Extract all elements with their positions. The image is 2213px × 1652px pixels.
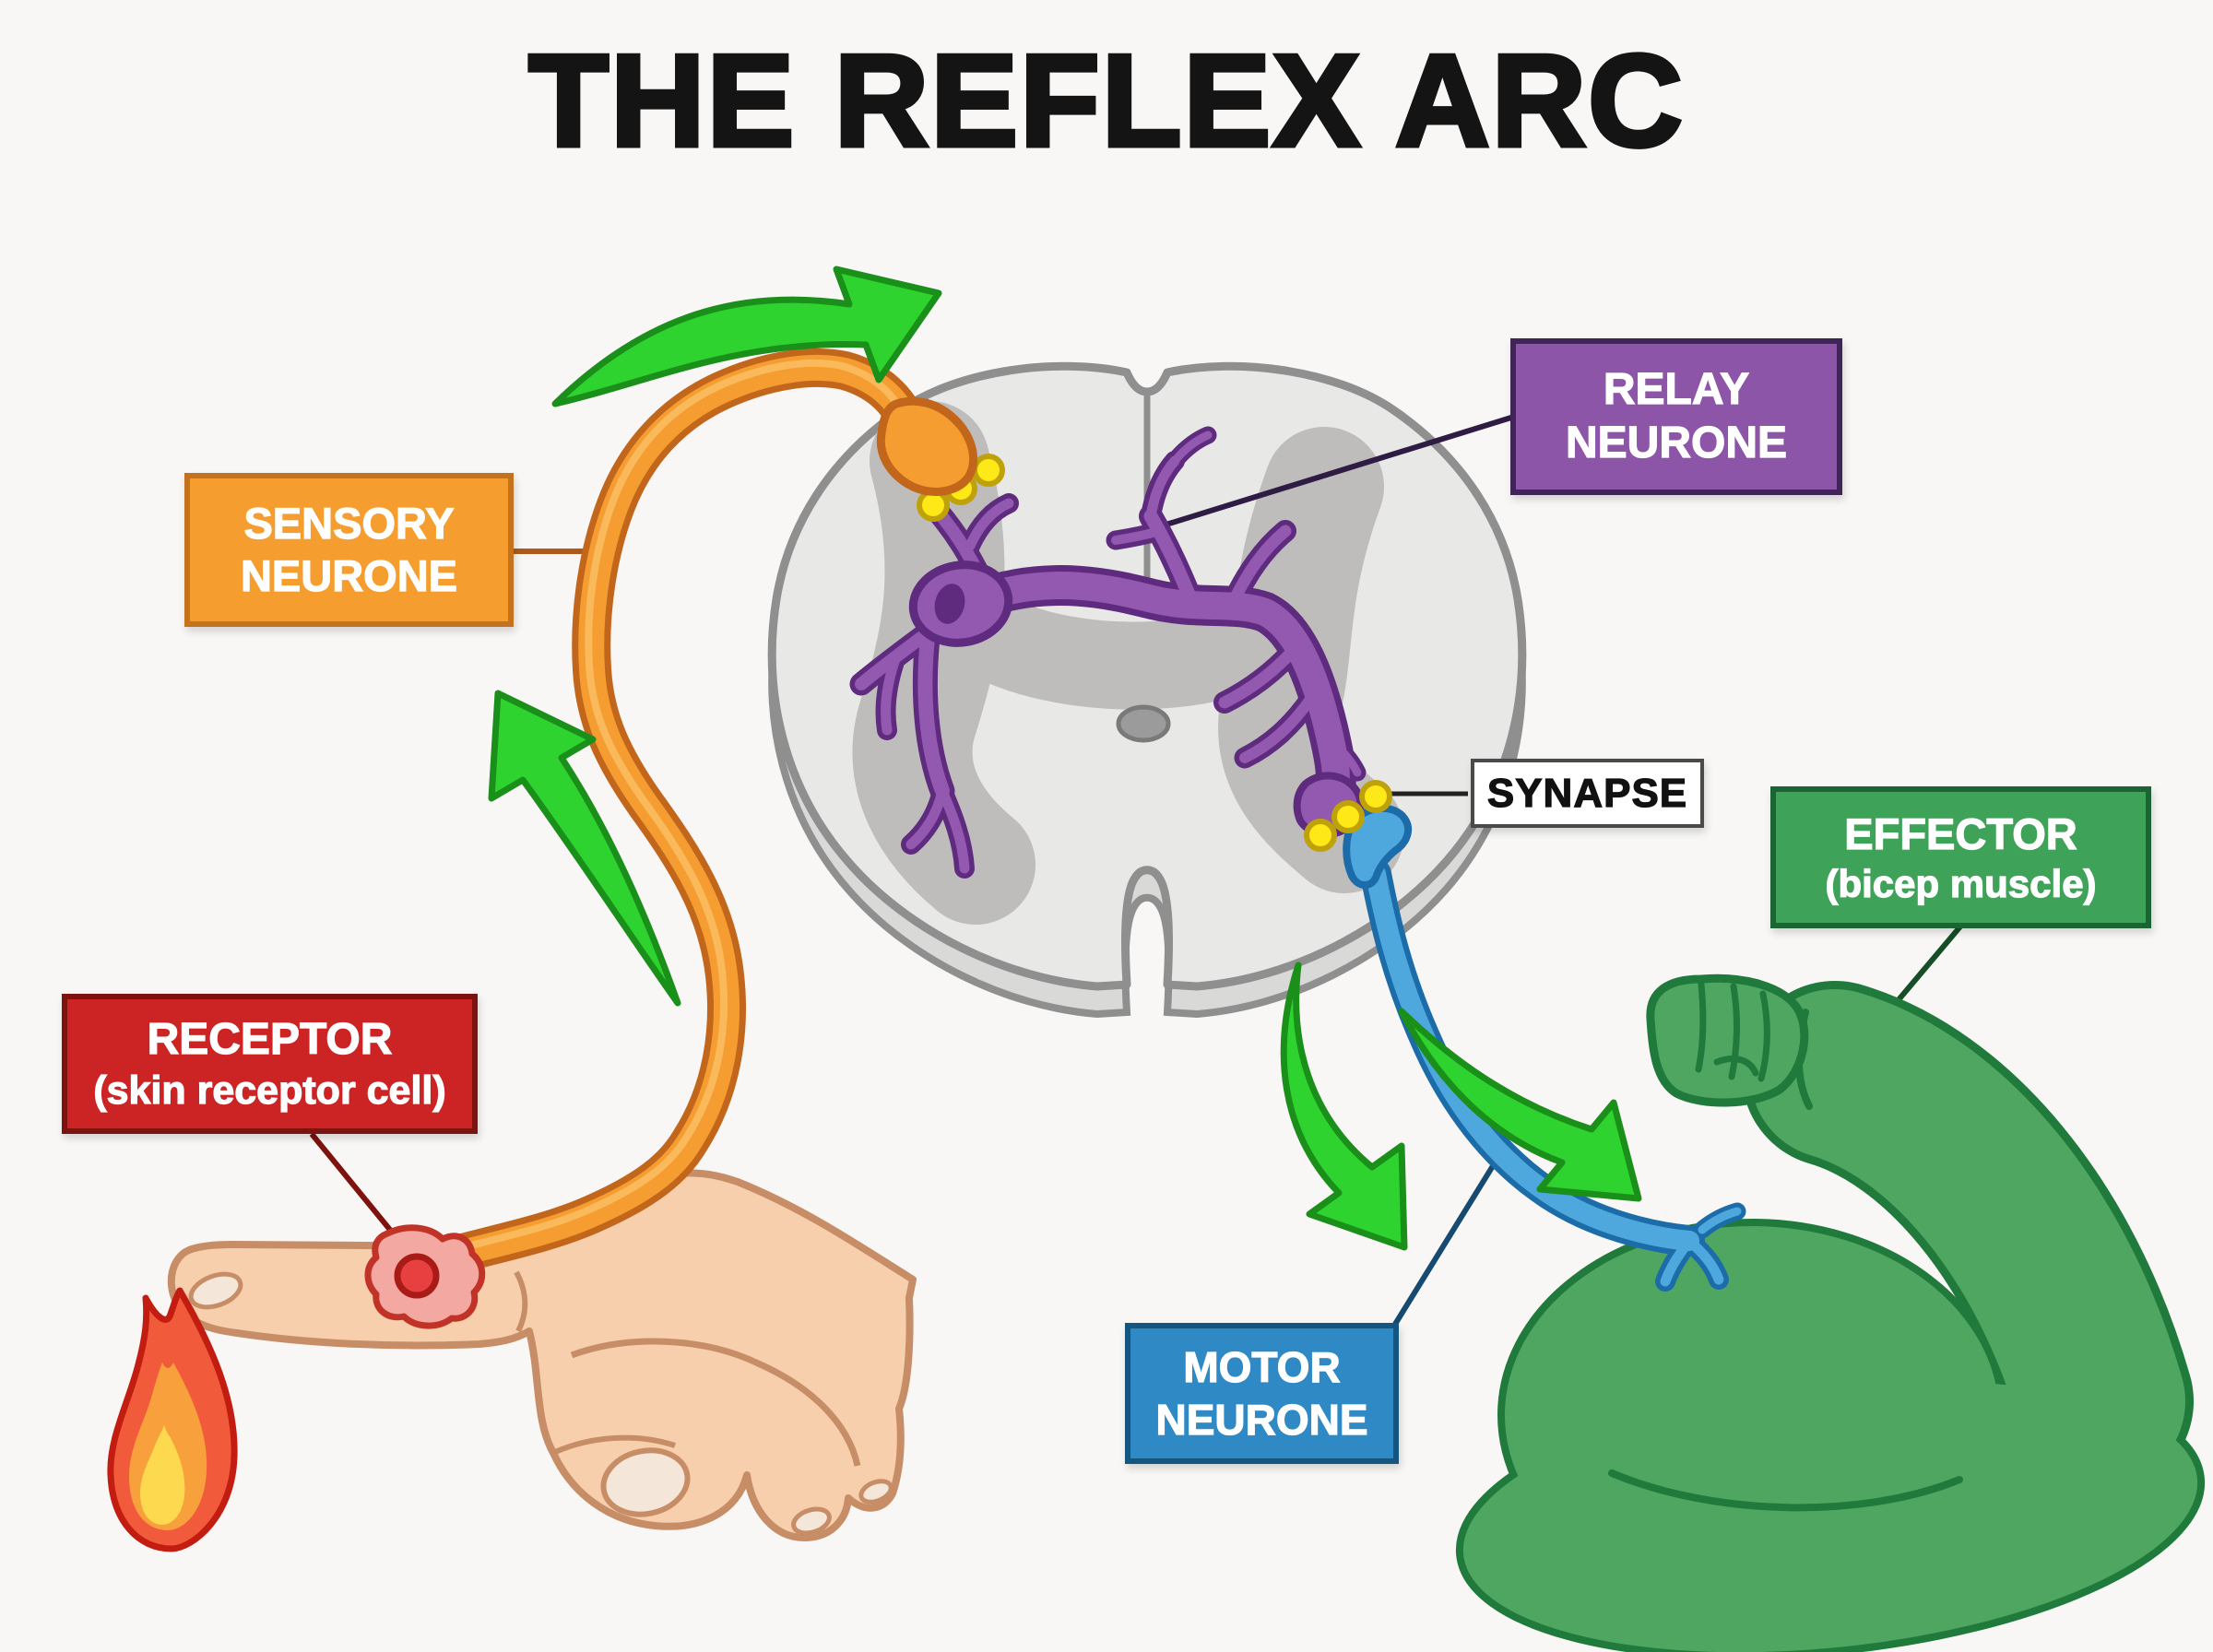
receptor-label-line1: RECEPTOR	[147, 1014, 393, 1064]
flame-icon	[107, 1287, 238, 1552]
receptor-label-connector	[309, 1132, 401, 1242]
relay-label-connector	[1118, 414, 1515, 542]
relay-neurone-label: RELAY NEURONE	[1510, 338, 1842, 495]
synapse-label: SYNAPSE	[1471, 759, 1704, 828]
knuckle-crease	[514, 1270, 528, 1333]
relay-nucleus	[934, 584, 965, 624]
fingernail	[188, 1271, 243, 1310]
motor-neurone-label-line2: NEURONE	[1155, 1395, 1368, 1444]
synaptic-vesicle	[1331, 800, 1365, 833]
arrow-cns-to-motor-icon	[1280, 962, 1408, 1251]
motor-neurone-path	[1343, 804, 1746, 1292]
curled-finger-nail	[858, 1479, 893, 1504]
synaptic-vesicle	[1359, 780, 1392, 813]
thumb-crease	[551, 1434, 676, 1456]
thumb-nail	[600, 1447, 691, 1517]
relay-neurone-label-line1: RELAY	[1603, 365, 1750, 415]
motor-neurone-label-line1: MOTOR	[1183, 1343, 1342, 1392]
synapse-label-line1: SYNAPSE	[1486, 770, 1688, 816]
page-title: THE REFLEX ARC	[527, 26, 1685, 177]
bicep-crease	[1608, 1469, 1963, 1512]
receptor-drawing	[364, 1224, 486, 1329]
effector-label-line2: (bicep muscle)	[1825, 861, 2097, 906]
arrow-receptor-to-sensory-icon	[488, 690, 681, 1007]
fist	[1646, 974, 1809, 1107]
relay-neurone-label-line2: NEURONE	[1565, 418, 1788, 467]
central-canal	[1116, 704, 1171, 743]
sensory-neurone-path	[400, 348, 977, 1284]
relay-neurone-drawing	[849, 426, 1367, 879]
sensory-axon-terminal	[876, 396, 977, 496]
receptor-label: RECEPTOR (skin receptor cell)	[62, 994, 478, 1134]
bicep-arm-illustration	[1455, 974, 2206, 1652]
palm-crease	[570, 1338, 861, 1467]
effector-label-line1: EFFECTOR	[1844, 808, 2078, 858]
receptor-spot-inner	[394, 1253, 440, 1299]
sensory-neurone-label: SENSORY NEURONE	[184, 473, 514, 627]
effector-label: EFFECTOR (bicep muscle)	[1770, 786, 2151, 928]
sensory-neurone-label-line2: NEURONE	[240, 550, 458, 600]
arrow-motor-to-effector-icon	[1398, 1008, 1642, 1202]
motor-synapse-vesicles	[1304, 780, 1392, 852]
arrow-sensory-to-cns-icon	[551, 266, 942, 407]
receptor-label-line2: (skin receptor cell)	[93, 1068, 447, 1114]
motor-neurone-label: MOTOR NEURONE	[1125, 1323, 1399, 1464]
motor-dendrite-terminal	[1343, 804, 1413, 889]
direction-arrows	[488, 266, 1642, 1251]
curled-finger-nail	[791, 1506, 832, 1536]
fist-knuckle-lines	[1695, 981, 1770, 1082]
sensory-neurone-label-line1: SENSORY	[243, 499, 455, 549]
synaptic-vesicle	[1304, 819, 1337, 852]
hand-illustration	[167, 1169, 917, 1541]
motor-label-connector	[1391, 1155, 1501, 1328]
synaptic-vesicle	[972, 454, 1005, 487]
